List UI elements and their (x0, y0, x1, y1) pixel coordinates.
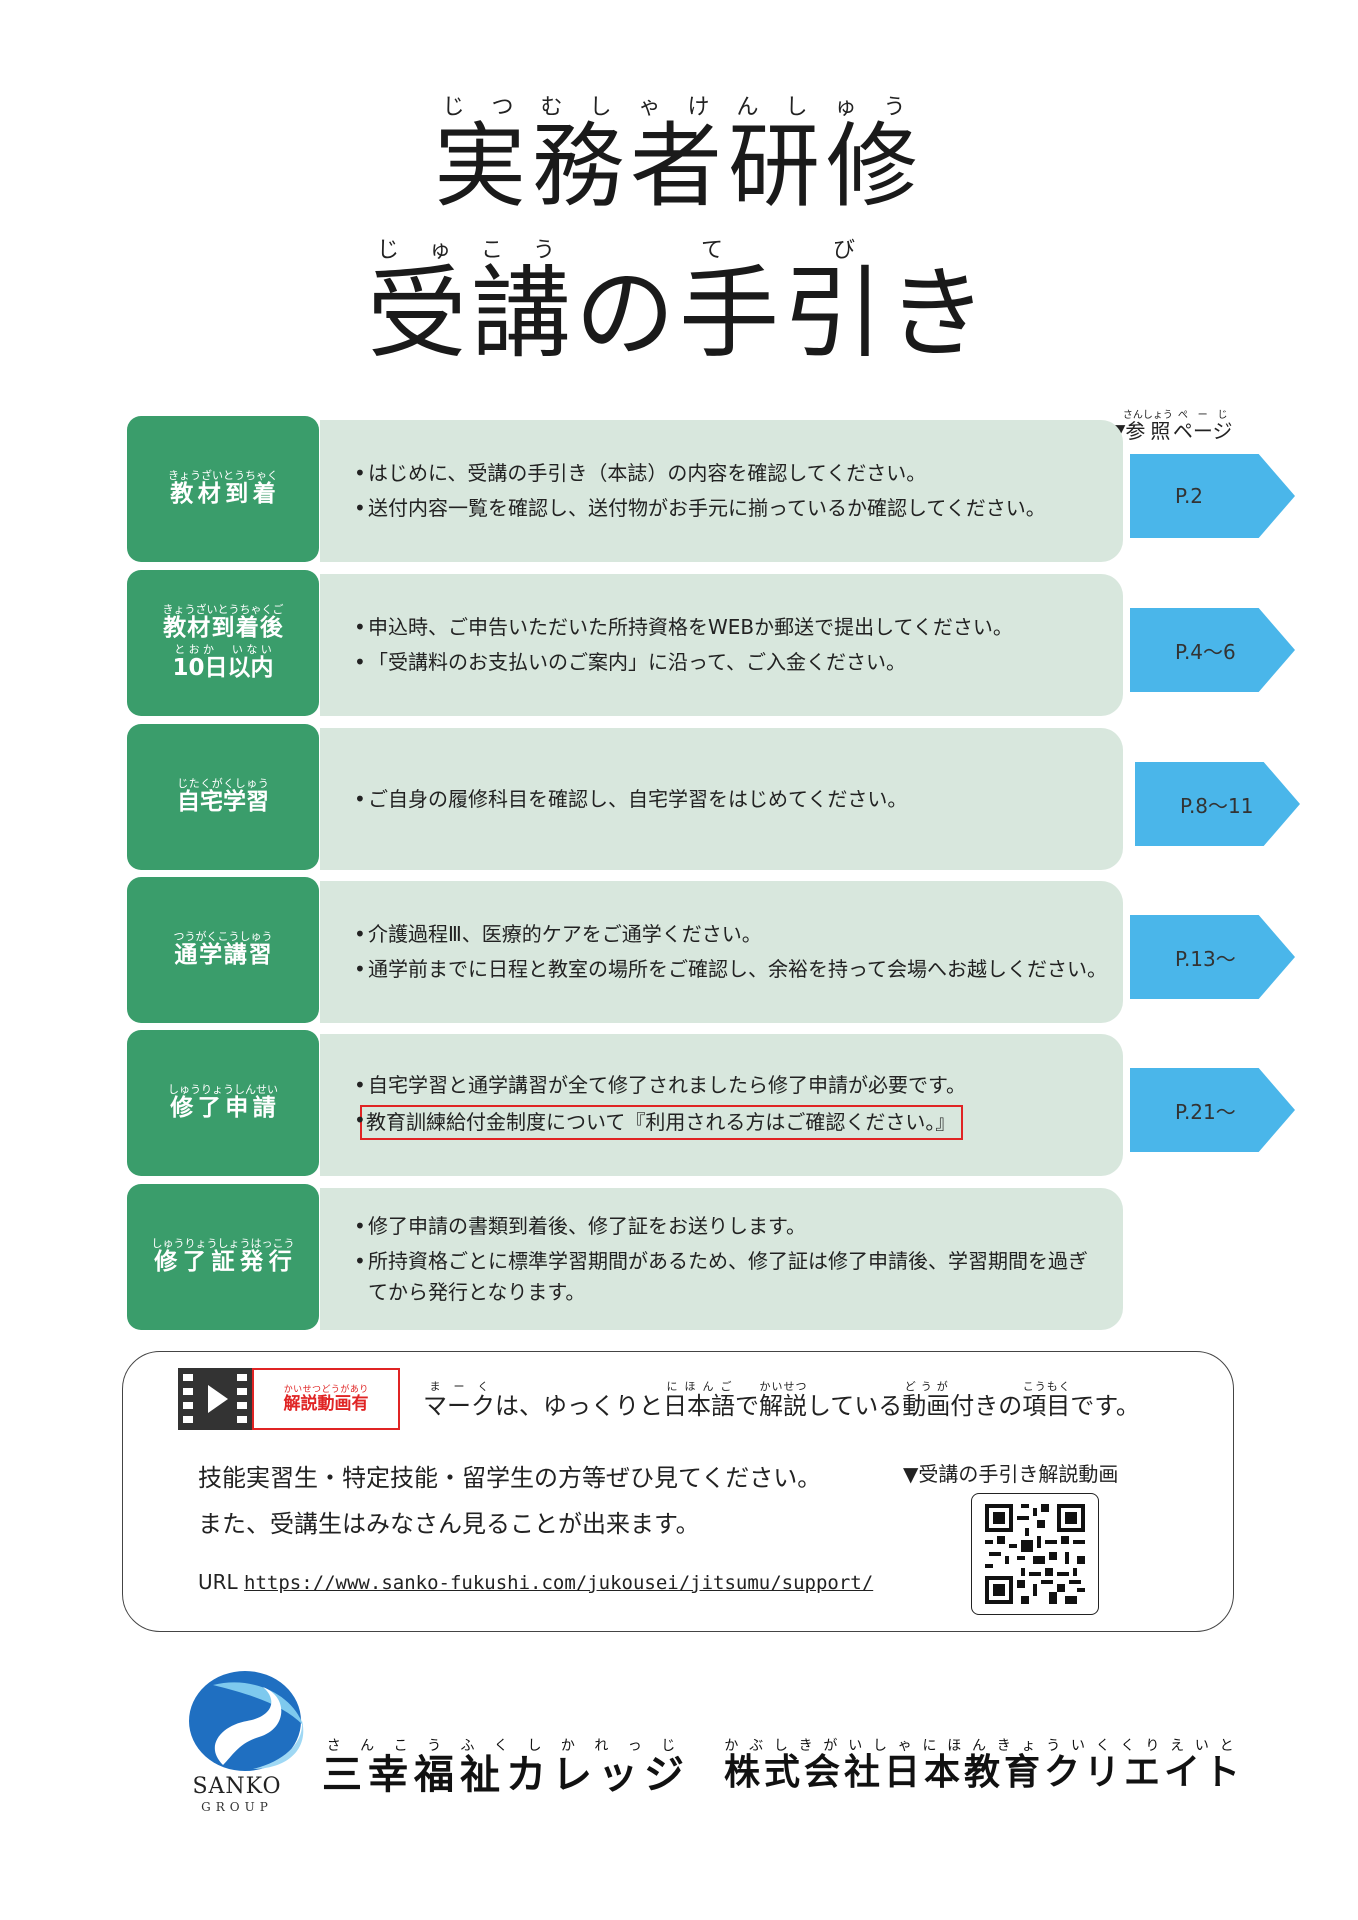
step-school-lecture: 通学講習つうがくこうしゅう 介護過程Ⅲ、医療的ケアをご通学ください。 通学前まで… (127, 877, 1295, 1023)
step-label: 通学講習つうがくこうしゅう (127, 877, 319, 1023)
reference-page-header: ▼参照さんしょうページぺーじ (1110, 410, 1233, 443)
title-line-1: 実務者研修じつむしゃけんしゅう (433, 95, 924, 220)
step-completion-application: 修了申請しゅうりょうしんせい 自宅学習と通学講習が全て修了されましたら修了申請が… (127, 1030, 1295, 1176)
video-mark-explanation: マークまーくは、ゆっくりと日本語にほんごで解説かいせつしている動画どうが付きの項… (423, 1380, 1140, 1420)
reference-page-arrow: P.8〜11 (1135, 762, 1300, 846)
step-certificate-issue: 修了証発行しゅうりょうしょうはっこう 修了申請の書類到着後、修了証をお送りします… (127, 1184, 1292, 1330)
reference-page-arrow: P.21〜 (1130, 1068, 1295, 1152)
reference-page-arrow: P.13〜 (1130, 915, 1295, 999)
step-line: 通学前までに日程と教室の場所をご確認し、余裕を持って会場へお越しください。 (354, 954, 1107, 985)
step-description: はじめに、受講の手引き（本誌）の内容を確認してください。 送付内容一覧を確認し、… (320, 420, 1123, 562)
step-line: 教育訓練給付金制度について『利用される方はご確認ください。』 (354, 1105, 1107, 1140)
qr-code-icon[interactable] (971, 1493, 1099, 1615)
step-description: ご自身の履修科目を確認し、自宅学習をはじめてください。 (320, 728, 1123, 870)
step-line: ご自身の履修科目を確認し、自宅学習をはじめてください。 (354, 784, 1107, 815)
step-description: 修了申請の書類到着後、修了証をお送りします。 所持資格ごとに標準学習期間があるた… (320, 1188, 1123, 1330)
step-description: 介護過程Ⅲ、医療的ケアをご通学ください。 通学前までに日程と教室の場所をご確認し… (320, 881, 1123, 1023)
support-url: URL https://www.sanko-fukushi.com/jukous… (198, 1570, 873, 1594)
step-within-10-days: 教材到着後きょうざいとうちゃくご 10日以内とおか いない 申込時、ご申告いただ… (127, 570, 1295, 716)
reference-page-arrow: P.2 (1130, 454, 1295, 538)
step-line: 自宅学習と通学講習が全て修了されましたら修了申請が必要です。 (354, 1070, 1107, 1101)
url-label: URL (198, 1570, 238, 1594)
step-description: 申込時、ご申告いただいた所持資格をWEBか郵送で提出してください。 「受講料のお… (320, 574, 1123, 716)
step-line: はじめに、受講の手引き（本誌）の内容を確認してください。 (354, 458, 1107, 489)
video-badge-label: 解説動画有かいせつどうがあり (252, 1368, 400, 1430)
title-line-2: 受講じゅこうの手引てびき (367, 238, 991, 372)
step-label: 教材到着きょうざいとうちゃく (127, 416, 319, 562)
info-line-1: 技能実習生・特定技能・留学生の方等ぜひ見てください。 (198, 1464, 822, 1492)
step-label: 自宅学習じたくがくしゅう (127, 724, 319, 870)
step-line: 修了申請の書類到着後、修了証をお送りします。 (354, 1211, 1107, 1242)
film-play-icon (178, 1368, 252, 1430)
step-line: 送付内容一覧を確認し、送付物がお手元に揃っているか確認してください。 (354, 493, 1107, 524)
step-line: 「受講料のお支払いのご案内」に沿って、ご入金ください。 (354, 647, 1107, 678)
step-home-study: 自宅学習じたくがくしゅう ご自身の履修科目を確認し、自宅学習をはじめてください。… (127, 724, 1300, 870)
step-label: 修了申請しゅうりょうしんせい (127, 1030, 319, 1176)
step-label: 教材到着後きょうざいとうちゃくご 10日以内とおか いない (127, 570, 319, 716)
step-line: 申込時、ご申告いただいた所持資格をWEBか郵送で提出してください。 (354, 612, 1107, 643)
sanko-logo-icon (183, 1665, 313, 1805)
qr-caption: ▼受講の手引き解説動画 (903, 1462, 1119, 1486)
step-line: 所持資格ごとに標準学習期間があるため、修了証は修了申請後、学習期間を過ぎてから発… (354, 1246, 1107, 1308)
college-name: 三幸福祉カレッジさんこうふくしかれっじ (322, 1738, 690, 1798)
step-label: 修了証発行しゅうりょうしょうはっこう (127, 1184, 319, 1330)
company-name: 株式会社日本教育クリエイトかぶしきがいしゃにほんきょういくくりえいと (724, 1738, 1245, 1793)
reference-page-arrow: P.4〜6 (1130, 608, 1295, 692)
video-target-note: 技能実習生・特定技能・留学生の方等ぜひ見てください。 また、受講生はみなさん見る… (198, 1456, 821, 1547)
step-description: 自宅学習と通学講習が全て修了されましたら修了申請が必要です。 教育訓練給付金制度… (320, 1034, 1123, 1176)
step-material-arrival: 教材到着きょうざいとうちゃく はじめに、受講の手引き（本誌）の内容を確認してくだ… (127, 416, 1295, 562)
logo-subtext: GROUP (201, 1800, 273, 1814)
logo-wordmark: SANKO (192, 1774, 282, 1799)
highlighted-notice: 教育訓練給付金制度について『利用される方はご確認ください。』 (360, 1105, 964, 1140)
support-url-link[interactable]: https://www.sanko-fukushi.com/jukousei/j… (244, 1572, 874, 1594)
video-badge: 解説動画有かいせつどうがあり (178, 1368, 400, 1430)
step-line: 介護過程Ⅲ、医療的ケアをご通学ください。 (354, 919, 1107, 950)
video-info-box: 解説動画有かいせつどうがあり マークまーくは、ゆっくりと日本語にほんごで解説かい… (122, 1351, 1234, 1632)
info-line-2: また、受講生はみなさん見ることが出来ます。 (198, 1509, 700, 1538)
